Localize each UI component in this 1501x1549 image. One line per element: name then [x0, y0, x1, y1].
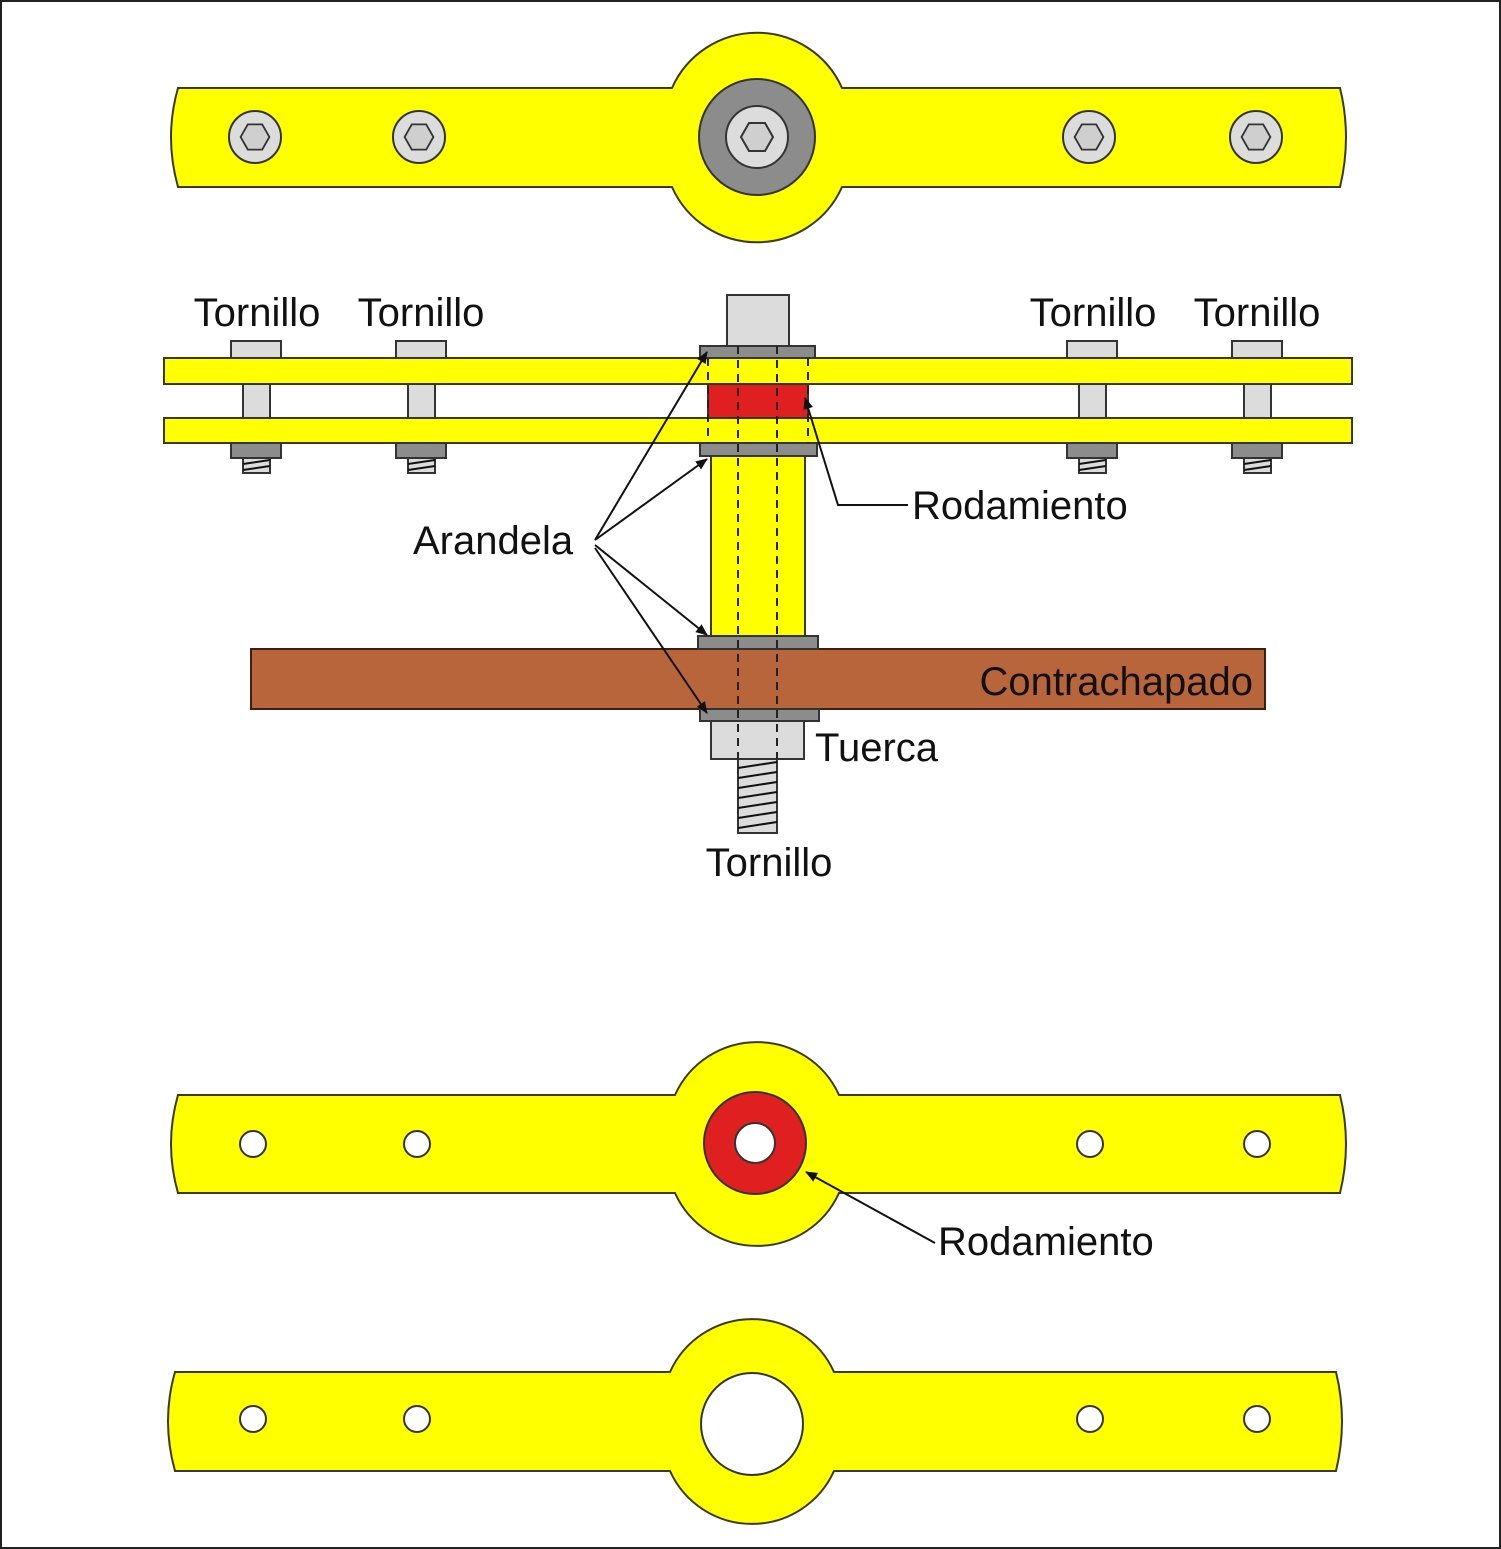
bolt-hole	[1243, 1130, 1271, 1158]
bolt-hole	[403, 1130, 431, 1158]
label-bolt: Tornillo	[194, 291, 321, 335]
plywood-board	[250, 648, 1266, 710]
label-bolt: Tornillo	[1030, 291, 1157, 335]
bolt-hole	[239, 1130, 267, 1158]
washer	[699, 442, 818, 457]
bearing-seat-hole	[700, 1372, 804, 1476]
label-center-bolt: Tornillo	[706, 841, 833, 885]
arm-bare-plan	[167, 1318, 1343, 1525]
bolt-head	[1229, 110, 1283, 164]
upper-arm-plate	[163, 357, 1353, 385]
bolt-hole	[1076, 1130, 1104, 1158]
bolt-head	[392, 110, 446, 164]
spacer-tube	[710, 455, 806, 637]
nut	[710, 720, 805, 760]
bolt-hole	[403, 1405, 431, 1433]
bolt-hole	[1076, 1405, 1104, 1433]
side-view: Tornillo Tornillo Tornillo Tornillo Aran…	[163, 291, 1353, 885]
bolt-hole	[239, 1405, 267, 1433]
label-nut: Tuerca	[815, 726, 939, 770]
arm-with-bearing-plan: Rodamiento	[170, 1041, 1347, 1264]
bearing-bore	[734, 1122, 776, 1164]
washer	[699, 345, 816, 359]
center-bolt-head	[726, 294, 790, 347]
small-bolt	[230, 340, 282, 474]
bolt-head	[228, 110, 282, 164]
washer	[697, 635, 819, 650]
label-washer: Arandela	[413, 519, 574, 563]
label-bolt: Tornillo	[358, 291, 485, 335]
lower-arm-plate	[163, 417, 1353, 444]
label-bearing: Rodamiento	[938, 1220, 1154, 1264]
washer	[699, 708, 820, 722]
label-bearing: Rodamiento	[912, 484, 1128, 528]
bolt-hole	[1243, 1405, 1271, 1433]
label-plywood: Contrachapado	[979, 660, 1253, 704]
bearing	[707, 383, 809, 419]
label-bolt: Tornillo	[1194, 291, 1321, 335]
bolt-head	[1062, 110, 1116, 164]
arm-top-plan-with-bolts	[170, 31, 1347, 244]
hex-socket-icon	[740, 122, 774, 152]
